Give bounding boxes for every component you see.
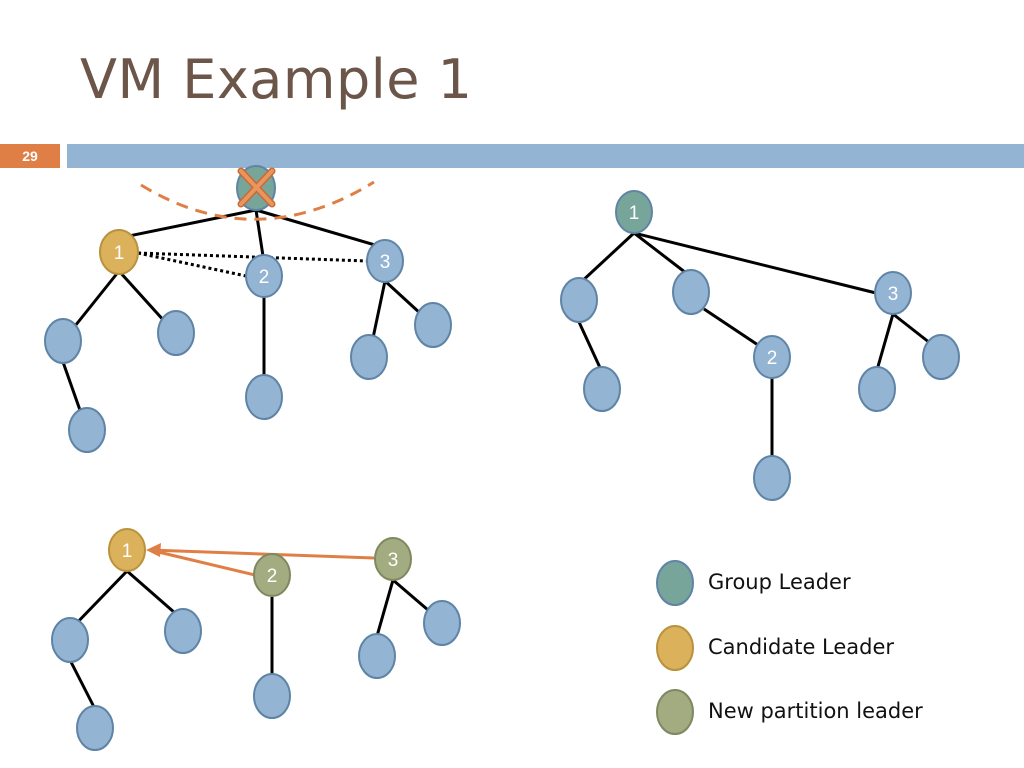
legend-swatch-new-partition-leader: [656, 689, 694, 735]
tree-node: [253, 673, 291, 719]
node-label: 3: [380, 252, 391, 273]
dotted-edge: [137, 251, 368, 263]
slide-title: VM Example 1: [80, 48, 473, 111]
edge: [875, 313, 895, 371]
edge: [255, 208, 386, 250]
node-label: 1: [122, 541, 133, 562]
node-label: 3: [388, 550, 399, 571]
edge: [68, 659, 97, 710]
legend-swatch-group-leader: [656, 560, 694, 606]
diagram-new-tree: 1 2 3: [560, 190, 960, 501]
node-3: [366, 239, 404, 283]
node-label: 3: [888, 284, 899, 305]
tree-node: [560, 277, 598, 323]
tree-node: [68, 407, 106, 453]
partition-leader-node-3: [374, 537, 412, 581]
tree-node: [858, 366, 896, 412]
edge: [375, 579, 395, 637]
node-2: [245, 254, 283, 298]
tree-node: [753, 455, 791, 501]
tree-node: [44, 318, 82, 364]
edge: [118, 208, 257, 240]
edge: [577, 321, 604, 373]
tree-node: [245, 374, 283, 420]
node-3: [874, 271, 912, 315]
candidate-leader-node: [99, 229, 139, 275]
tree-node: [414, 302, 452, 348]
node-label: 2: [259, 267, 270, 288]
tree-node: [350, 334, 388, 380]
failure-arc: [140, 180, 375, 221]
tree-node: [51, 617, 89, 663]
arrow-line: [149, 548, 256, 577]
arrowhead-icon: [146, 543, 161, 557]
node-label: 1: [114, 243, 125, 264]
legend-swatch-candidate-leader: [656, 625, 694, 671]
arrow-line: [149, 548, 375, 560]
edge: [633, 231, 877, 295]
diagram-leader-failure: 1 2 3: [44, 165, 452, 453]
edge: [892, 312, 931, 345]
legend-label-candidate-leader: Candidate Leader: [708, 635, 895, 659]
tree-node: [157, 310, 195, 356]
tree-node: [76, 705, 114, 751]
edge: [254, 209, 265, 257]
tree-node: [164, 608, 202, 654]
node-label: 2: [767, 348, 778, 369]
diagram-partition: 1 2 3: [51, 528, 461, 751]
legend-label-new-partition-leader: New partition leader: [708, 699, 923, 723]
header-bar: [67, 144, 1024, 168]
edge: [577, 231, 636, 286]
dotted-edge: [137, 251, 247, 278]
tree-node: [922, 334, 960, 380]
partition-leader-node-2: [253, 553, 291, 597]
tree-node: [583, 366, 621, 412]
group-leader-node: [615, 190, 653, 234]
node-label: 2: [267, 566, 278, 587]
edge: [703, 307, 759, 347]
legend-label-group-leader: Group Leader: [708, 570, 851, 594]
candidate-leader-node: [108, 528, 146, 572]
tree-node: [672, 269, 710, 315]
page-number-badge: 29: [0, 144, 60, 168]
edge: [633, 231, 691, 278]
node-2: [753, 335, 791, 379]
tree-node: [423, 600, 461, 646]
node-label: 1: [629, 203, 640, 224]
legend: [656, 560, 694, 735]
tree-node: [358, 633, 396, 679]
